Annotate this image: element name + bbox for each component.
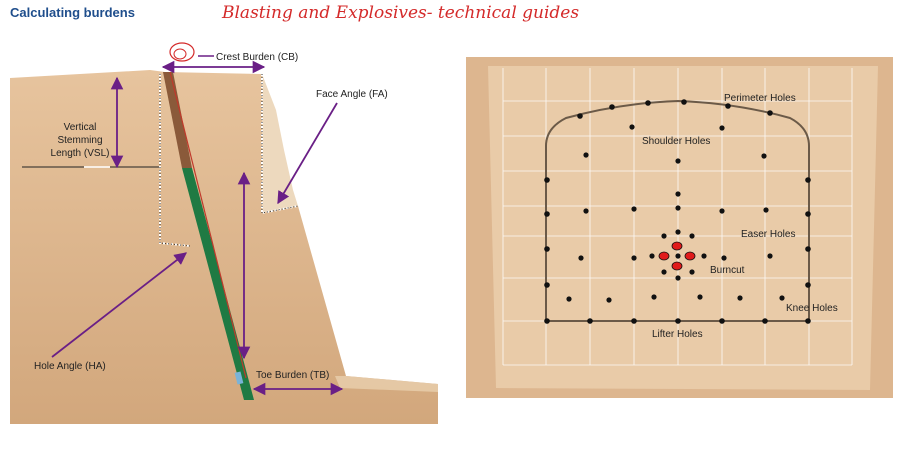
tunnel-face-layout: Perimeter Holes Shoulder Holes Easer Hol…	[466, 57, 893, 398]
vsl-label-line2: Stemming	[57, 135, 102, 146]
perimeter-holes-label: Perimeter Holes	[724, 93, 796, 104]
knee-holes-label: Knee Holes	[786, 303, 838, 314]
detonating-cord	[169, 71, 247, 379]
toe-burden-label: Toe Burden (TB)	[256, 370, 329, 381]
shoulder-holes-label: Shoulder Holes	[642, 136, 710, 147]
easer-holes	[578, 191, 773, 261]
lifter-holes-label: Lifter Holes	[652, 329, 703, 340]
removed-rock-outline-dark	[159, 74, 299, 247]
toe-rubble	[335, 376, 438, 392]
shoulder-holes	[583, 124, 767, 164]
cord-loop-inner	[173, 48, 187, 60]
vsl-label-line1: Vertical	[64, 122, 97, 133]
tunnel-profile	[545, 99, 810, 322]
perimeter-holes	[544, 99, 811, 288]
primer	[234, 371, 244, 385]
rock-face-texture	[262, 74, 298, 213]
page-subtitle: Blasting and Explosives- technical guide…	[222, 3, 580, 23]
face-angle-label: Face Angle (FA)	[316, 89, 388, 100]
face-angle-arrow	[277, 102, 338, 205]
knee-holes	[566, 294, 785, 303]
charge-column	[182, 168, 254, 400]
hole-angle-arrow	[51, 252, 187, 358]
vsl-label-line3: Length (VSL)	[51, 148, 110, 159]
stemming-column	[163, 72, 192, 168]
crest-burden-label: Crest Burden (CB)	[216, 52, 298, 63]
tunnel-background	[466, 57, 893, 398]
easer-holes-label: Easer Holes	[741, 229, 795, 240]
page-title: Calculating burdens	[10, 5, 135, 20]
burncut-holes	[649, 229, 707, 281]
burden-cross-section: Crest Burden (CB) Face Angle (FA) Vertic…	[10, 42, 438, 424]
burncut-label: Burncut	[710, 265, 745, 276]
lifter-holes	[544, 318, 811, 324]
hole-angle-label: Hole Angle (HA)	[34, 361, 106, 372]
